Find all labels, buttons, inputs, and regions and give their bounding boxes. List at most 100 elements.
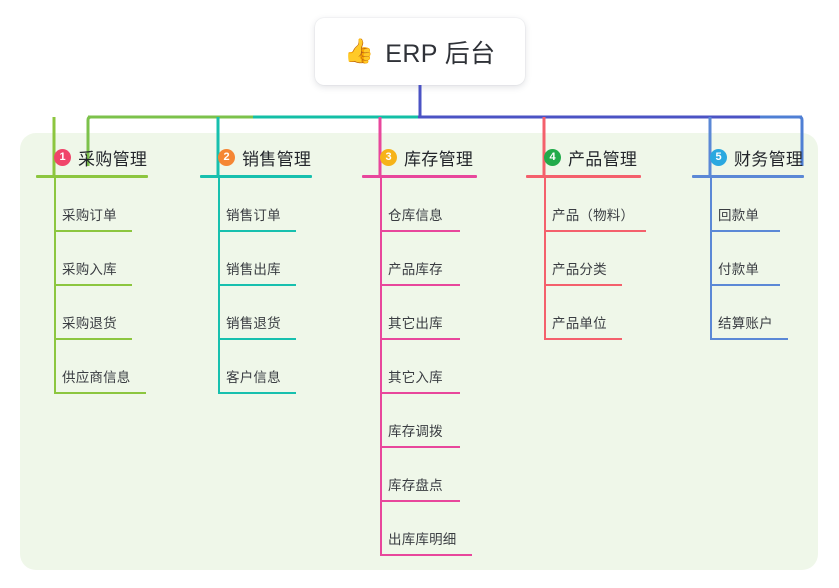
column-underline — [362, 175, 477, 178]
leaf-item[interactable]: 销售订单 — [200, 178, 312, 232]
column-underline — [36, 175, 148, 178]
leaf-item[interactable]: 仓库信息 — [362, 178, 477, 232]
leaf-item-label: 采购订单 — [62, 208, 117, 223]
leaf-item-underline — [54, 230, 132, 232]
column-badge: 1 — [54, 148, 71, 166]
column-财务管理: 5 财务管理回款单付款单结算账户 — [692, 145, 804, 340]
column-spine — [544, 178, 546, 340]
column-header[interactable]: 3 库存管理 — [362, 145, 477, 169]
column-underline — [526, 175, 641, 178]
column-items: 采购订单采购入库采购退货供应商信息 — [36, 178, 148, 394]
column-title: 库存管理 — [404, 149, 474, 169]
root-node-content: 👍 ERP 后台 — [344, 34, 495, 70]
leaf-item-label: 库存盘点 — [388, 478, 443, 493]
leaf-item[interactable]: 其它入库 — [362, 340, 477, 394]
column-header[interactable]: 1 采购管理 — [36, 145, 148, 169]
leaf-item[interactable]: 产品库存 — [362, 232, 477, 286]
column-spine — [54, 178, 56, 394]
leaf-item-underline — [380, 500, 460, 502]
leaf-item-underline — [218, 284, 296, 286]
leaf-item[interactable]: 产品分类 — [526, 232, 641, 286]
leaf-item-label: 其它出库 — [388, 316, 443, 331]
leaf-item[interactable]: 库存调拨 — [362, 394, 477, 448]
leaf-item-underline — [710, 284, 780, 286]
leaf-item-label: 产品库存 — [388, 262, 443, 277]
leaf-item-underline — [218, 338, 296, 340]
leaf-item[interactable]: 采购入库 — [36, 232, 148, 286]
leaf-item-label: 产品（物料） — [552, 208, 635, 223]
column-underline — [692, 175, 804, 178]
leaf-item[interactable]: 出库库明细 — [362, 502, 477, 556]
column-title: 采购管理 — [78, 149, 148, 169]
column-badge: 5 — [710, 148, 727, 166]
leaf-item[interactable]: 产品（物料） — [526, 178, 646, 232]
column-header[interactable]: 2 销售管理 — [200, 145, 312, 169]
leaf-item-label: 产品分类 — [552, 262, 607, 277]
column-badge: 4 — [544, 148, 561, 166]
column-spine — [380, 178, 382, 556]
leaf-item-underline — [710, 338, 788, 340]
leaf-item[interactable]: 产品单位 — [526, 286, 641, 340]
leaf-item[interactable]: 结算账户 — [692, 286, 804, 340]
column-库存管理: 3 库存管理仓库信息产品库存其它出库其它入库库存调拨库存盘点出库库明细 — [362, 145, 477, 556]
column-items: 产品（物料） 产品分类产品单位 — [526, 178, 646, 340]
leaf-item-underline — [380, 230, 460, 232]
column-items: 回款单付款单结算账户 — [692, 178, 804, 340]
leaf-item-label: 采购入库 — [62, 262, 117, 277]
leaf-item[interactable]: 供应商信息 — [36, 340, 148, 394]
leaf-item-underline — [380, 338, 460, 340]
column-badge: 2 — [218, 148, 235, 166]
leaf-item-underline — [54, 284, 132, 286]
leaf-item[interactable]: 采购订单 — [36, 178, 148, 232]
leaf-item-label: 客户信息 — [226, 370, 281, 385]
leaf-item-underline — [544, 284, 622, 286]
column-销售管理: 2 销售管理销售订单销售出库销售退货客户信息 — [200, 145, 312, 394]
leaf-item-label: 其它入库 — [388, 370, 443, 385]
leaf-item-underline — [380, 284, 460, 286]
diagram-panel — [20, 133, 818, 570]
leaf-item-underline — [54, 338, 132, 340]
leaf-item[interactable]: 付款单 — [692, 232, 804, 286]
leaf-item-underline — [710, 230, 780, 232]
leaf-item-label: 库存调拨 — [388, 424, 443, 439]
leaf-item-label: 销售订单 — [226, 208, 281, 223]
leaf-item-label: 回款单 — [718, 208, 760, 223]
leaf-item[interactable]: 销售退货 — [200, 286, 312, 340]
leaf-item-underline — [380, 392, 460, 394]
leaf-item-label: 结算账户 — [718, 316, 773, 331]
leaf-item[interactable]: 回款单 — [692, 178, 804, 232]
column-items: 仓库信息产品库存其它出库其它入库库存调拨库存盘点出库库明细 — [362, 178, 477, 556]
leaf-item-label: 供应商信息 — [62, 370, 131, 385]
column-title: 销售管理 — [242, 149, 312, 169]
column-underline — [200, 175, 312, 178]
column-badge: 3 — [380, 148, 397, 166]
column-title: 财务管理 — [734, 149, 804, 169]
column-items: 销售订单销售出库销售退货客户信息 — [200, 178, 312, 394]
leaf-item-label: 销售出库 — [226, 262, 281, 277]
leaf-item[interactable]: 其它出库 — [362, 286, 477, 340]
leaf-item[interactable]: 库存盘点 — [362, 448, 477, 502]
leaf-item-label: 仓库信息 — [388, 208, 443, 223]
leaf-item-underline — [218, 392, 296, 394]
leaf-item-underline — [544, 230, 646, 232]
leaf-item[interactable]: 客户信息 — [200, 340, 312, 394]
column-header[interactable]: 5 财务管理 — [692, 145, 804, 169]
column-产品管理: 4 产品管理产品（物料） 产品分类产品单位 — [526, 145, 646, 340]
leaf-item-label: 销售退货 — [226, 316, 281, 331]
root-node[interactable]: 👍 ERP 后台 — [315, 18, 525, 85]
leaf-item-underline — [380, 446, 460, 448]
column-header[interactable]: 4 产品管理 — [526, 145, 641, 169]
leaf-item-label: 出库库明细 — [388, 532, 457, 547]
root-title: ERP 后台 — [385, 39, 496, 68]
leaf-item[interactable]: 采购退货 — [36, 286, 148, 340]
column-spine — [710, 178, 712, 340]
leaf-item-underline — [544, 338, 622, 340]
leaf-item-label: 付款单 — [718, 262, 760, 277]
leaf-item-underline — [218, 230, 296, 232]
column-spine — [218, 178, 220, 394]
column-title: 产品管理 — [568, 149, 638, 169]
leaf-item-label: 采购退货 — [62, 316, 117, 331]
leaf-item-underline — [380, 554, 472, 556]
leaf-item[interactable]: 销售出库 — [200, 232, 312, 286]
leaf-item-underline — [54, 392, 146, 394]
